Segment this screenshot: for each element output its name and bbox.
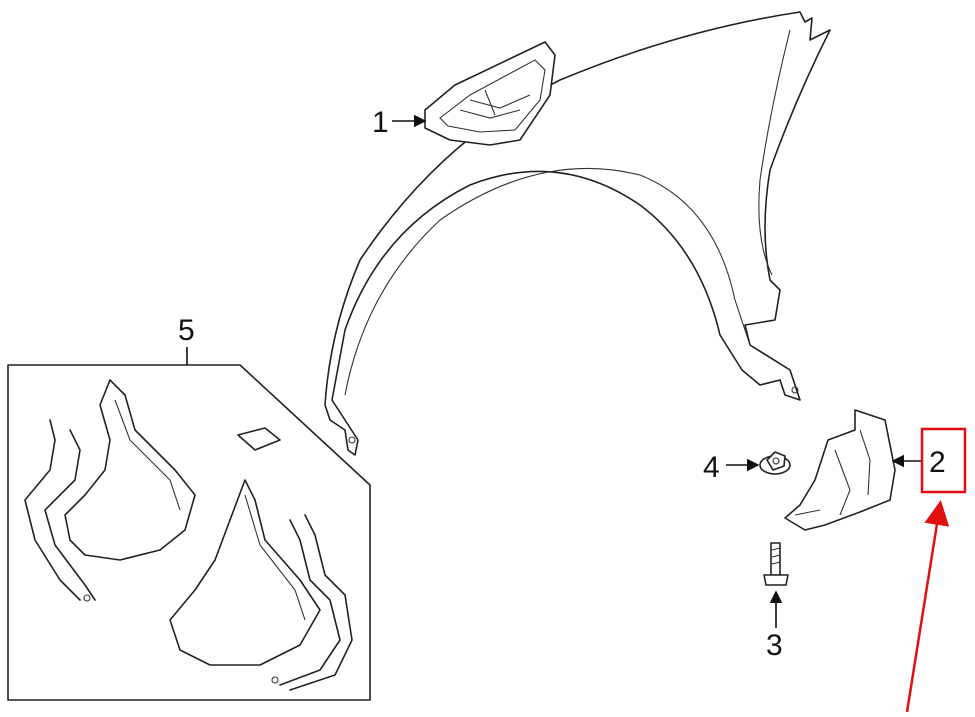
highlight-arrow <box>905 500 950 713</box>
callout-2: 2 <box>891 427 967 713</box>
callout-1: 1 <box>372 106 427 139</box>
callout-4: 4 <box>703 451 760 484</box>
part-2-splash-shield <box>784 409 896 531</box>
svg-text:1: 1 <box>372 106 389 139</box>
fender-panel <box>324 11 831 456</box>
svg-text:3: 3 <box>766 629 783 662</box>
part-4-nut <box>759 451 791 475</box>
part-3-bolt <box>763 542 789 586</box>
callout-5: 5 <box>178 314 195 365</box>
highlight-box <box>920 427 967 494</box>
svg-text:5: 5 <box>178 314 195 347</box>
svg-text:4: 4 <box>703 451 720 484</box>
part-1-side-vent <box>424 41 556 146</box>
part-5-mud-flap-kit-box <box>7 364 371 701</box>
callout-3: 3 <box>766 590 783 662</box>
svg-text:2: 2 <box>929 446 946 479</box>
